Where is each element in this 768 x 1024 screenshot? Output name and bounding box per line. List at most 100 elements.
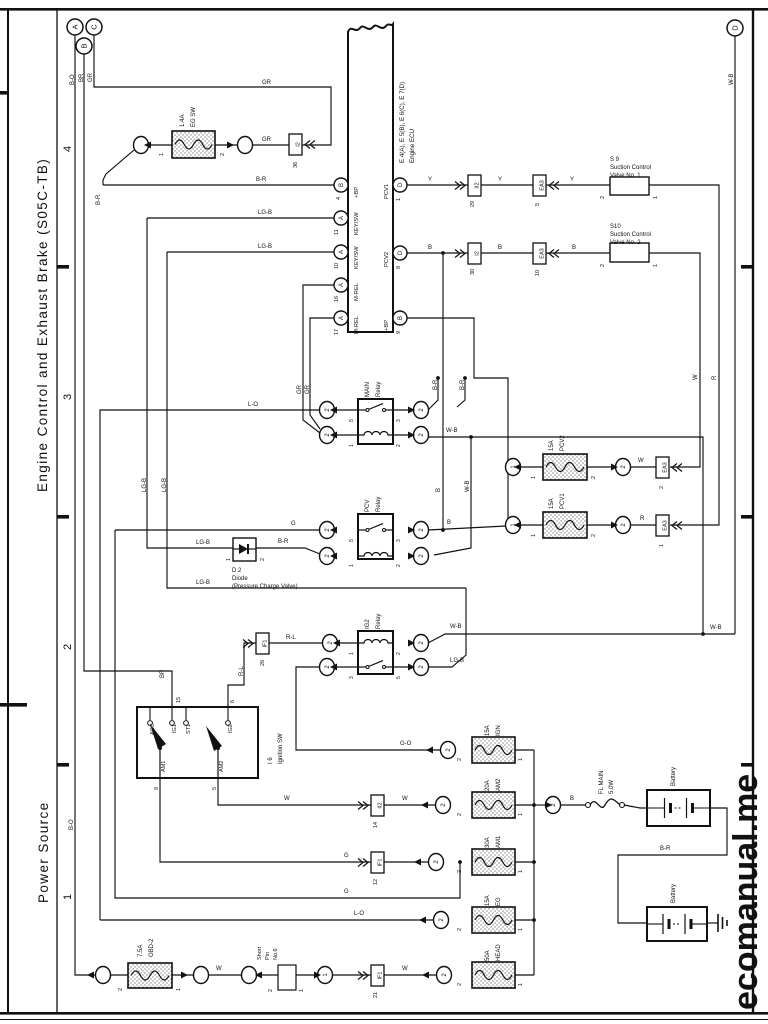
diagram-label: 1 (518, 813, 524, 816)
diagram-label: 1 (62, 894, 74, 900)
wire (256, 547, 321, 555)
fusible-link-end (618, 801, 626, 809)
junction-dot (463, 376, 467, 380)
connector-pin-number: 2 (325, 433, 331, 437)
diagram-label: W (402, 796, 408, 802)
diagram-label: 1 (518, 758, 524, 761)
diagram-label: GR (262, 137, 272, 143)
diagram-label: 2 (260, 558, 266, 561)
wire (83, 54, 173, 707)
wire (623, 804, 647, 809)
fuse-element-icon (474, 914, 513, 926)
diagram-label: (Pressure Charge Valve) (232, 584, 298, 590)
wire (99, 409, 320, 920)
chevron-right-icon (362, 801, 369, 810)
diagram-label: G (344, 853, 349, 859)
diagram-label: IG1 (172, 724, 178, 733)
main-relay-box (357, 398, 394, 445)
diagram-label: 1 (176, 988, 182, 991)
diagram-label: PCV1 (384, 184, 390, 199)
connector-pin-number: 1 (511, 523, 517, 527)
diagram-label: W-B (446, 428, 458, 434)
chevron-right-icon (247, 639, 254, 648)
chevron-left-icon (304, 140, 311, 149)
diagram-label: W-B (465, 480, 471, 492)
diagram-label: 16 (334, 296, 340, 302)
junction-I2-36-label: I2 (296, 142, 302, 147)
diagram-label: 3 (396, 419, 402, 422)
diagram-label: Power Source (36, 801, 51, 903)
diagram-label: Battery (671, 884, 677, 903)
junction-dot (441, 251, 445, 255)
junction-II2-14 (370, 794, 385, 817)
diagram-label: B (572, 245, 576, 251)
wire-arrow-icon (181, 971, 188, 979)
fuse-element-icon (474, 799, 513, 811)
wire-arrow-icon (408, 663, 415, 671)
diagram-label: 15 (176, 697, 182, 703)
diagram-label: B (447, 520, 451, 526)
fuse-element-icon (174, 139, 213, 150)
diagram-label: 2 (62, 644, 74, 650)
connector-pin-number: 2 (621, 523, 627, 527)
diagram-label: KEY/SW (354, 246, 360, 269)
connector-D-label: D (731, 25, 740, 31)
diagram-label: No.6 (273, 948, 279, 960)
connector-pin-number: 2 (325, 408, 331, 412)
diagram-label: 30A (485, 837, 491, 848)
junction-IF1-12-label: IF1 (378, 859, 384, 867)
diagram-label: 10 (334, 263, 340, 269)
wire (427, 378, 439, 411)
diagram-label: 2 (591, 476, 597, 479)
connector-circle (439, 740, 457, 760)
diagram-label: G (344, 889, 349, 895)
connector-pin-number: 2 (325, 554, 331, 558)
suction-valve-1-box (609, 176, 650, 196)
chevron-right-icon (459, 249, 466, 258)
diagram-label: Short (257, 946, 263, 960)
diagram-label: 2 (396, 564, 402, 567)
junction-EA3-5-label: EA3 (540, 180, 546, 190)
diagram-label: 9 (396, 331, 402, 334)
diagram-label: LG-B (162, 478, 168, 492)
diagram-label: Engine ECU (409, 129, 416, 163)
diagram-label: 3 (396, 539, 402, 542)
wire-arrow-icon (330, 552, 337, 560)
ecu-pin-letter: B (398, 316, 404, 320)
pcv-relay-box (357, 513, 394, 560)
wire-arrow-icon (144, 141, 151, 149)
frame-line (751, 8, 755, 1014)
diagram-label: Suction Control (610, 165, 651, 171)
ecu-pin-letter: A (339, 316, 345, 320)
diagram-label: 12 (373, 879, 379, 885)
diagram-label: S 9 (610, 157, 620, 163)
wire-arrow-icon (330, 406, 337, 414)
ignition-contact-icon (147, 720, 153, 726)
wire (159, 778, 371, 863)
ecu-pin-+BP (392, 310, 408, 326)
diagram-label: 5 (349, 539, 355, 542)
diagram-label: Valve No. 2 (610, 240, 641, 246)
diagram-label: W-B (729, 73, 735, 85)
chevron-right-icon (357, 971, 364, 980)
diagram-label: Relay (376, 614, 382, 629)
diagram-label: 9 (154, 787, 160, 790)
diagram-label: ACC (150, 723, 156, 735)
ecu-pin-KEY/SW (333, 244, 349, 260)
junction-IF1-21 (370, 964, 385, 987)
junction-IF1-21-label: IF1 (378, 972, 384, 980)
diagram-label: B (570, 796, 574, 802)
diagram-label: AM1 (496, 835, 502, 848)
wire-arrow-icon (408, 526, 415, 534)
connector-pin-number: 2 (328, 641, 334, 645)
wire-arrow-icon (330, 431, 337, 439)
chevron-left-icon (548, 249, 555, 258)
short-pin-box (277, 964, 297, 991)
diagram-label: 15A (485, 725, 491, 736)
wire (114, 530, 461, 899)
diagram-label: W (638, 458, 644, 464)
diagram-label: 3 (349, 676, 355, 679)
wire (649, 252, 701, 468)
diagram-label: 1 (653, 264, 659, 267)
wire-arrow-icon (408, 639, 415, 647)
